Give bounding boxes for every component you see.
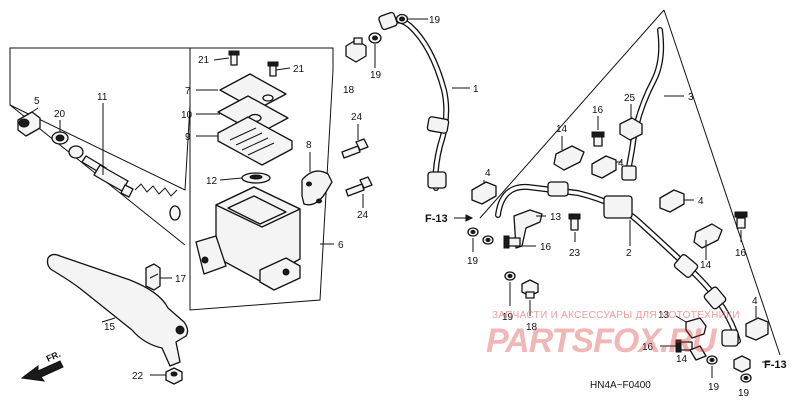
callout-19b: 19	[370, 70, 382, 81]
frame-ref-f13-left[interactable]: F-13	[425, 213, 448, 225]
stay-part-13b	[685, 317, 707, 339]
master-cylinder-group: 21 21 7 10 9 12 8 6	[181, 47, 344, 311]
lever-group: 17 15 22 FR.	[20, 253, 189, 385]
callout-4b: 4	[618, 158, 624, 169]
callout-17: 17	[175, 274, 187, 285]
seal-part-20	[51, 131, 69, 145]
master-cylinder-body-part-6	[195, 186, 301, 291]
washer-part-19a	[368, 32, 382, 44]
banjo-bolt-part-18b	[521, 279, 539, 299]
callout-20: 20	[54, 109, 66, 120]
watermark-brand: PARTSFOX.RU	[486, 322, 718, 360]
callout-23: 23	[569, 248, 581, 259]
holder-part-8	[301, 170, 333, 206]
callout-16b: 16	[735, 248, 747, 259]
callout-22: 22	[132, 371, 144, 382]
callout-12: 12	[206, 176, 218, 187]
guide-part-14c	[689, 345, 707, 361]
right-small-parts: 4 4 4 4 14 14 25 16 16	[467, 93, 770, 399]
callout-25: 25	[624, 93, 636, 104]
callout-11: 11	[97, 92, 108, 103]
callout-15: 15	[104, 322, 116, 333]
callout-3: 3	[688, 92, 694, 103]
callout-19e: 19	[708, 382, 720, 393]
washer-part-19g	[740, 373, 752, 383]
callout-4a: 4	[485, 168, 491, 179]
callout-19a: 19	[429, 15, 441, 26]
callout-4c: 4	[698, 196, 704, 207]
callout-10: 10	[181, 110, 193, 121]
callout-7: 7	[185, 86, 191, 97]
callout-19f: 19	[738, 388, 750, 399]
callout-16d: 16	[642, 342, 654, 353]
callout-5: 5	[34, 96, 40, 107]
callout-14b: 14	[700, 260, 712, 271]
pivot-bolt-part-17	[145, 263, 161, 291]
diaphragm-part-9	[217, 116, 293, 166]
bolt-part-23	[568, 213, 581, 231]
callout-24a: 24	[351, 112, 363, 123]
bolt-part-24a	[341, 138, 369, 159]
callout-6: 6	[338, 240, 344, 251]
frame-ref-f13-right[interactable]: F-13	[764, 359, 787, 371]
clamp-part-4d	[745, 317, 769, 341]
washer-part-19b	[395, 13, 409, 25]
banjo-bolt-part-18c	[733, 355, 751, 373]
watermark-tagline: ЗАПЧАСТИ И АКСЕССУАРЫ ДЛЯ МОТОТЕХНИКИ	[492, 310, 740, 321]
upper-hose-group: 19 19 18 1 24 24	[341, 11, 479, 221]
float-part-12	[241, 172, 271, 184]
callout-18a: 18	[343, 85, 355, 96]
brake-lever-part-15	[46, 253, 189, 367]
callout-9: 9	[185, 132, 191, 143]
washer-part-19d	[482, 235, 494, 245]
lower-hose-group: 2	[495, 181, 741, 347]
callout-16c: 16	[540, 242, 552, 253]
callout-13b: 13	[658, 310, 670, 321]
callout-19c: 19	[467, 256, 479, 267]
bolt-part-16b	[734, 211, 748, 229]
callout-14a: 14	[556, 124, 568, 135]
piston-assembly-part-11	[68, 145, 181, 221]
bolt-part-24b	[345, 176, 373, 197]
callout-4d: 4	[752, 296, 758, 307]
callout-19d: 19	[502, 312, 514, 323]
callout-24b: 24	[357, 210, 369, 221]
clamp-part-4a	[471, 181, 497, 205]
washer-part-19c	[467, 227, 479, 237]
reservoir-cap-part-5	[17, 111, 41, 137]
bolt-part-16a	[591, 131, 605, 147]
front-arrow-icon: FR.	[20, 349, 64, 382]
joint-part-25	[619, 117, 643, 141]
screw-part-21b	[267, 61, 279, 77]
clamp-part-4b	[591, 155, 617, 179]
nut-part-22	[165, 367, 183, 385]
callout-21b: 21	[293, 64, 305, 75]
guide-part-14b	[693, 223, 723, 249]
hose-part-3	[621, 27, 665, 181]
piston-set-group: 5 20 11	[9, 47, 191, 246]
callout-13a: 13	[550, 212, 562, 223]
callout-18b: 18	[526, 322, 538, 333]
callout-21a: 21	[198, 55, 210, 66]
diagram-code: HN4A~F0400	[590, 380, 651, 391]
callout-1: 1	[473, 84, 479, 95]
callout-8: 8	[306, 140, 312, 151]
callout-14c: 14	[676, 354, 688, 365]
washer-part-19f	[706, 355, 718, 365]
bolt-part-16c	[503, 235, 521, 249]
clamp-part-4c	[659, 189, 685, 213]
screw-part-21a	[228, 50, 240, 66]
callout-2: 2	[626, 248, 632, 259]
washer-part-19e	[504, 271, 516, 281]
banjo-bolt-part-18a	[345, 37, 367, 63]
stay-part-13a	[513, 209, 543, 249]
guide-part-14a	[553, 145, 585, 171]
callout-16a: 16	[592, 105, 604, 116]
